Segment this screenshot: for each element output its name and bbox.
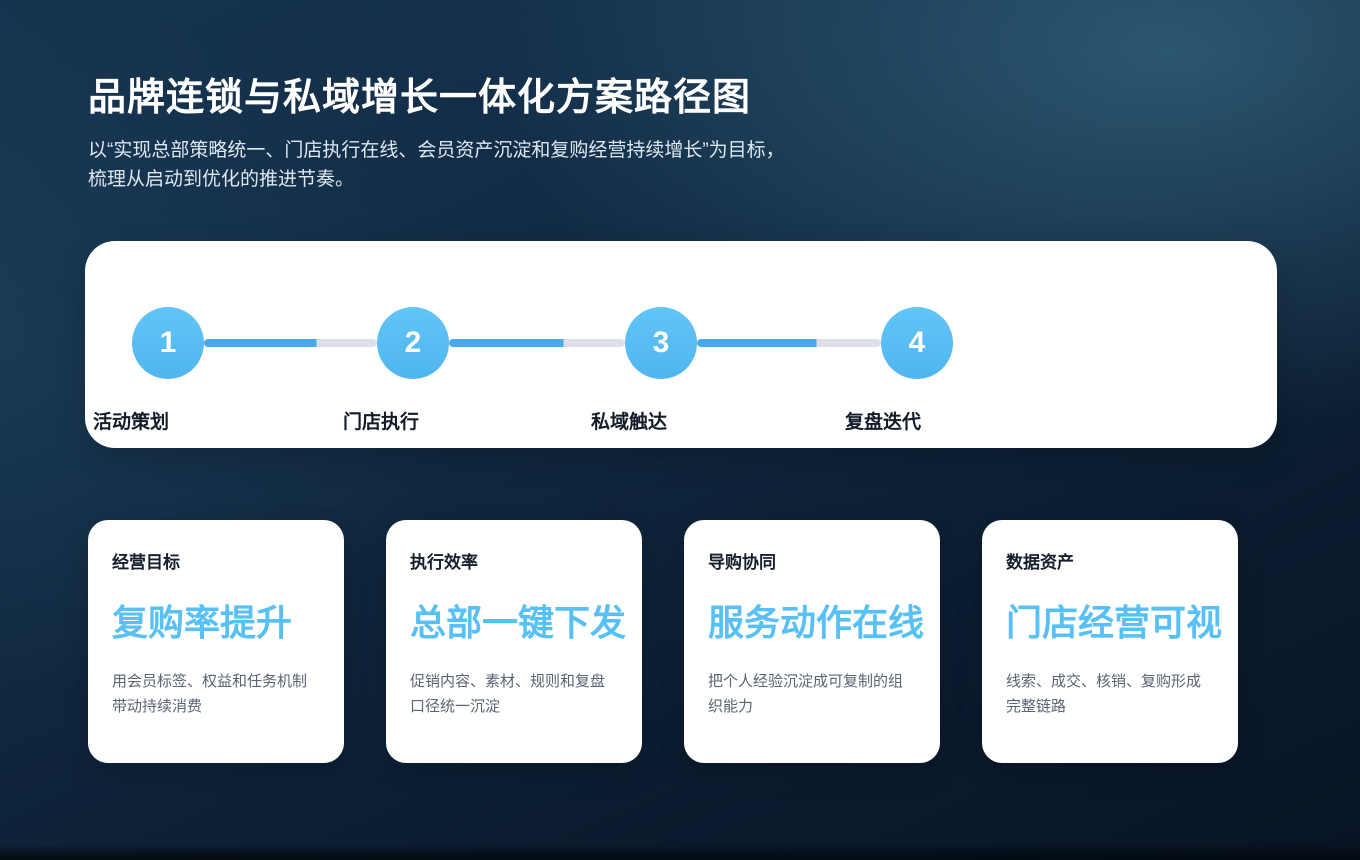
- step-label-2: 门店执行: [343, 412, 420, 433]
- roadmap-timeline-card: 1 2 3 4 活动策划 门店执行 私域触达 复盘迭代: [85, 241, 1277, 448]
- card-category: 数据资产: [1006, 553, 1074, 572]
- card-headline: 总部一键下发: [410, 602, 627, 643]
- card-headline: 门店经营可视: [1006, 602, 1223, 643]
- step-circle-2: 2: [377, 307, 449, 379]
- benefit-card-business-goal: 经营目标 复购率提升 用会员标签、权益和任务机制带动持续消费: [88, 520, 344, 763]
- card-headline: 复购率提升: [112, 602, 293, 643]
- card-description: 线索、成交、核销、复购形成完整链路: [1006, 673, 1202, 715]
- benefit-card-execution-efficiency: 执行效率 总部一键下发 促销内容、素材、规则和复盘口径统一沉淀: [386, 520, 642, 763]
- benefit-cards-row: 经营目标 复购率提升 用会员标签、权益和任务机制带动持续消费 执行效率 总部一键…: [88, 520, 1238, 763]
- step-circle-4: 4: [881, 307, 953, 379]
- card-category: 导购协同: [708, 553, 776, 572]
- card-description: 把个人经验沉淀成可复制的组织能力: [708, 673, 904, 715]
- card-category: 经营目标: [112, 553, 180, 572]
- step-circle-3: 3: [625, 307, 697, 379]
- card-category: 执行效率: [410, 553, 478, 572]
- card-description: 用会员标签、权益和任务机制带动持续消费: [112, 673, 308, 715]
- subtitle-line-1: 以“实现总部策略统一、门店执行在线、会员资产沉淀和复购经营持续增长”为目标，: [88, 140, 785, 161]
- step-label-1: 活动策划: [93, 412, 170, 433]
- timeline-connector-3: [697, 339, 881, 347]
- timeline-connector-2: [449, 339, 625, 347]
- card-headline: 服务动作在线: [708, 602, 925, 643]
- page-subtitle: 以“实现总部策略统一、门店执行在线、会员资产沉淀和复购经营持续增长”为目标， 梳理…: [88, 136, 785, 194]
- page-title: 品牌连锁与私域增长一体化方案路径图: [88, 77, 752, 119]
- benefit-card-data-asset: 数据资产 门店经营可视 线索、成交、核销、复购形成完整链路: [982, 520, 1238, 763]
- timeline-connector-1: [204, 339, 377, 347]
- step-circle-1: 1: [132, 307, 204, 379]
- step-label-4: 复盘迭代: [845, 412, 922, 433]
- subtitle-line-2: 梳理从启动到优化的推进节奏。: [88, 169, 355, 190]
- benefit-card-guide-collaboration: 导购协同 服务动作在线 把个人经验沉淀成可复制的组织能力: [684, 520, 940, 763]
- step-label-3: 私域触达: [591, 412, 668, 433]
- card-description: 促销内容、素材、规则和复盘口径统一沉淀: [410, 673, 606, 715]
